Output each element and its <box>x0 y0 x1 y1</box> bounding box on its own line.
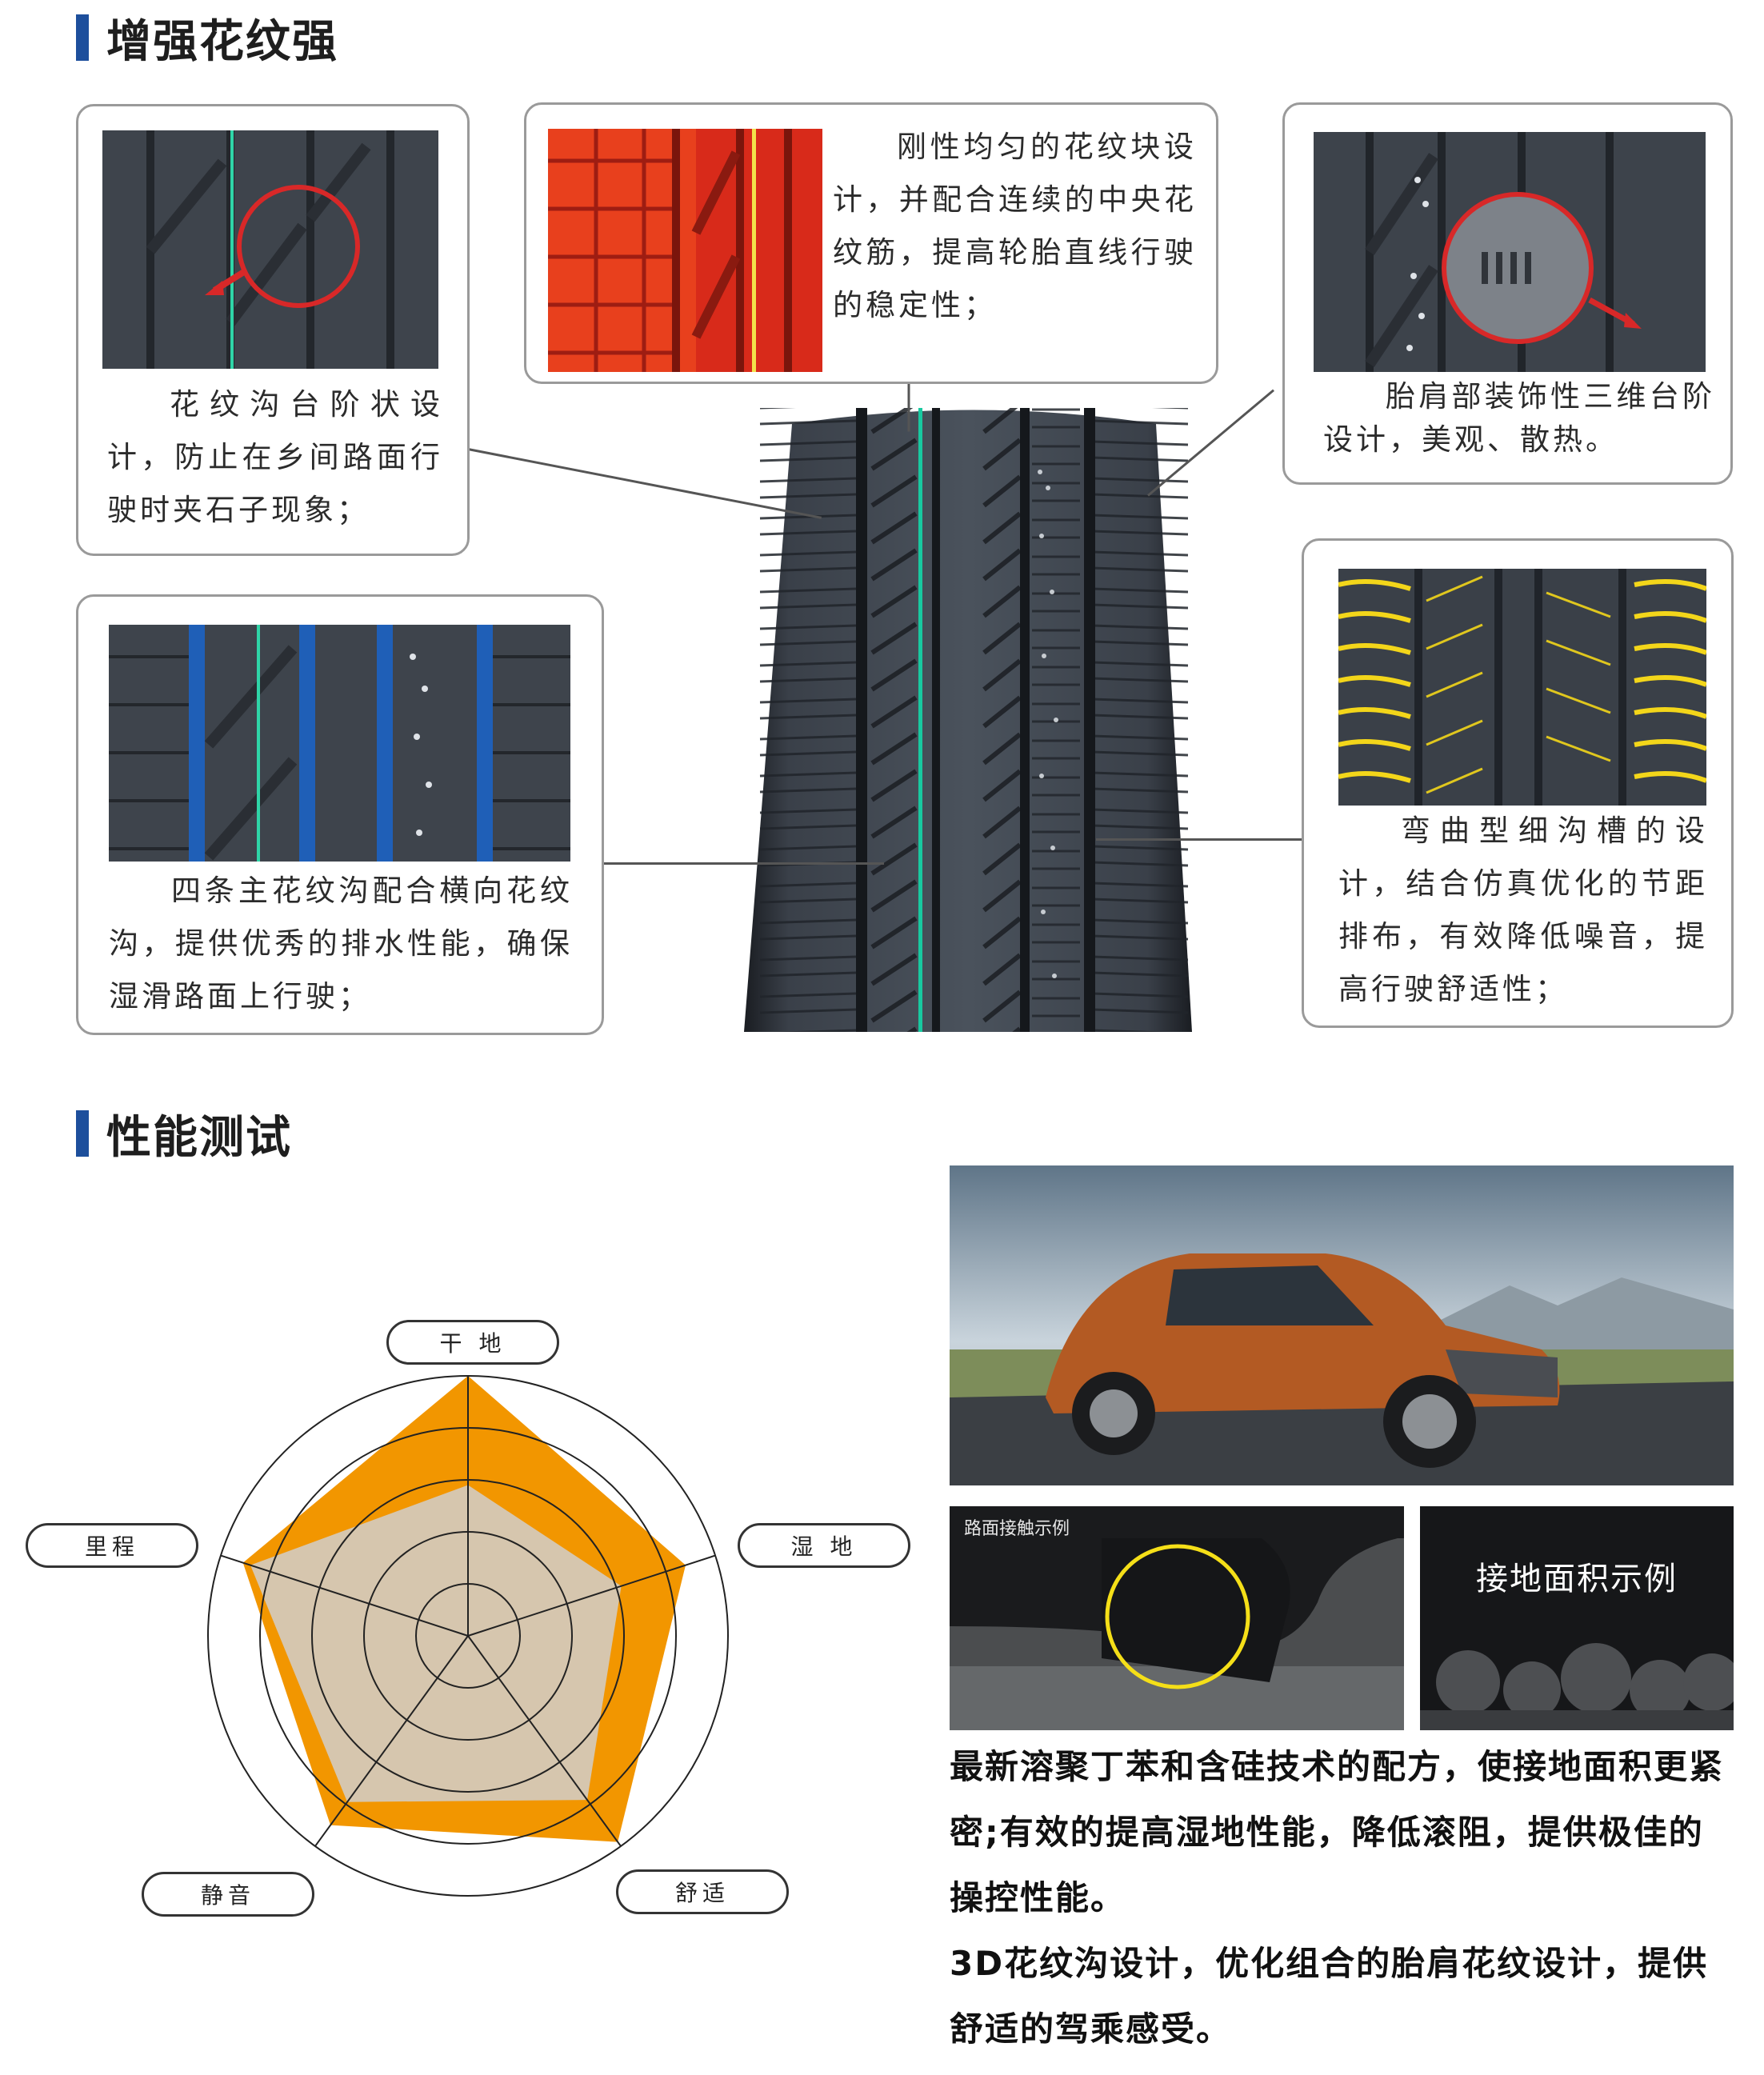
leader-line-sipe <box>1096 838 1308 841</box>
title-accent-bar <box>76 14 89 61</box>
section-title-text: 增强花纹强 <box>106 15 338 68</box>
contact-area-photo: 接地面积示例 <box>1420 1506 1734 1730</box>
tire-image <box>744 400 1204 1032</box>
radar-label-wet: 湿 地 <box>738 1523 910 1568</box>
leader-line-rigid <box>907 383 910 432</box>
title-accent-bar <box>76 1110 89 1157</box>
radar-axis-4 <box>220 1554 469 1637</box>
radar-svg <box>207 1375 729 1897</box>
feature-card-rigid-block: 刚性均匀的花纹块设计，并配合连续的中央花纹筋，提高轮胎直线行驶的稳定性； <box>524 102 1218 384</box>
radar-label-dry: 干 地 <box>386 1320 559 1365</box>
radar-label-mileage: 里程 <box>26 1523 198 1568</box>
radar-label-comfort: 舒适 <box>616 1869 789 1914</box>
tread-photo-rigid <box>548 129 822 372</box>
feature-desc-drainage: 四条主花纹沟配合横向花纹沟，提供优秀的排水性能，确保湿滑路面上行驶； <box>109 874 573 1014</box>
feature-desc-step: 花纹沟台阶状设计，防止在乡间路面行驶时夹石子现象； <box>107 387 443 527</box>
feature-card-sipe: 弯曲型细沟槽的设计，结合仿真优化的节距排布，有效降低噪音，提高行驶舒适性； <box>1302 538 1734 1028</box>
feature-card-step-groove: 花纹沟台阶状设计，防止在乡间路面行驶时夹石子现象； <box>76 104 470 556</box>
feature-desc-rigid: 刚性均匀的花纹块设计，并配合连续的中央花纹筋，提高轮胎直线行驶的稳定性； <box>833 130 1197 322</box>
car-photo <box>950 1165 1734 1485</box>
section-title-performance: 性能测试 <box>76 1105 292 1164</box>
radar-series-1 <box>250 1485 622 1802</box>
contact-caption: 路面接触示例 <box>964 1519 1070 1539</box>
groove-description: 3D花纹沟设计，优化组合的胎肩花纹设计，提供舒适的驾乘感受。 <box>950 1944 1709 2049</box>
radar-axis-3 <box>314 1635 469 1847</box>
feature-desc-shoulder: 胎肩部装饰性三维台阶设计，美观、散热。 <box>1323 379 1715 457</box>
feature-card-shoulder: 胎肩部装饰性三维台阶设计，美观、散热。 <box>1282 102 1733 485</box>
section-title-text: 性能测试 <box>106 1111 292 1164</box>
radar-axis-2 <box>467 1635 622 1847</box>
tread-photo-sipe <box>1338 569 1706 806</box>
road-contact-photo: 路面接触示例 <box>950 1506 1404 1730</box>
radar-axis-1 <box>467 1554 716 1637</box>
compound-description: 最新溶聚丁苯和含硅技术的配方，使接地面积更紧密;有效的提高湿地性能，降低滚阻，提… <box>950 1747 1725 1917</box>
feature-desc-sipe: 弯曲型细沟槽的设计，结合仿真优化的节距排布，有效降低噪音，提高行驶舒适性； <box>1338 814 1708 1006</box>
performance-radar-chart <box>204 1372 732 1900</box>
leader-line-drain <box>600 862 884 865</box>
area-caption: 接地面积示例 <box>1476 1561 1678 1597</box>
tread-photo-drainage <box>109 625 570 862</box>
feature-card-drainage: 四条主花纹沟配合横向花纹沟，提供优秀的排水性能，确保湿滑路面上行驶； <box>76 594 604 1035</box>
radar-label-quiet: 静音 <box>142 1872 314 1917</box>
tread-photo-shoulder <box>1314 132 1706 372</box>
tread-photo-step <box>102 130 438 369</box>
section-title-tread: 增强花纹强 <box>76 10 338 68</box>
